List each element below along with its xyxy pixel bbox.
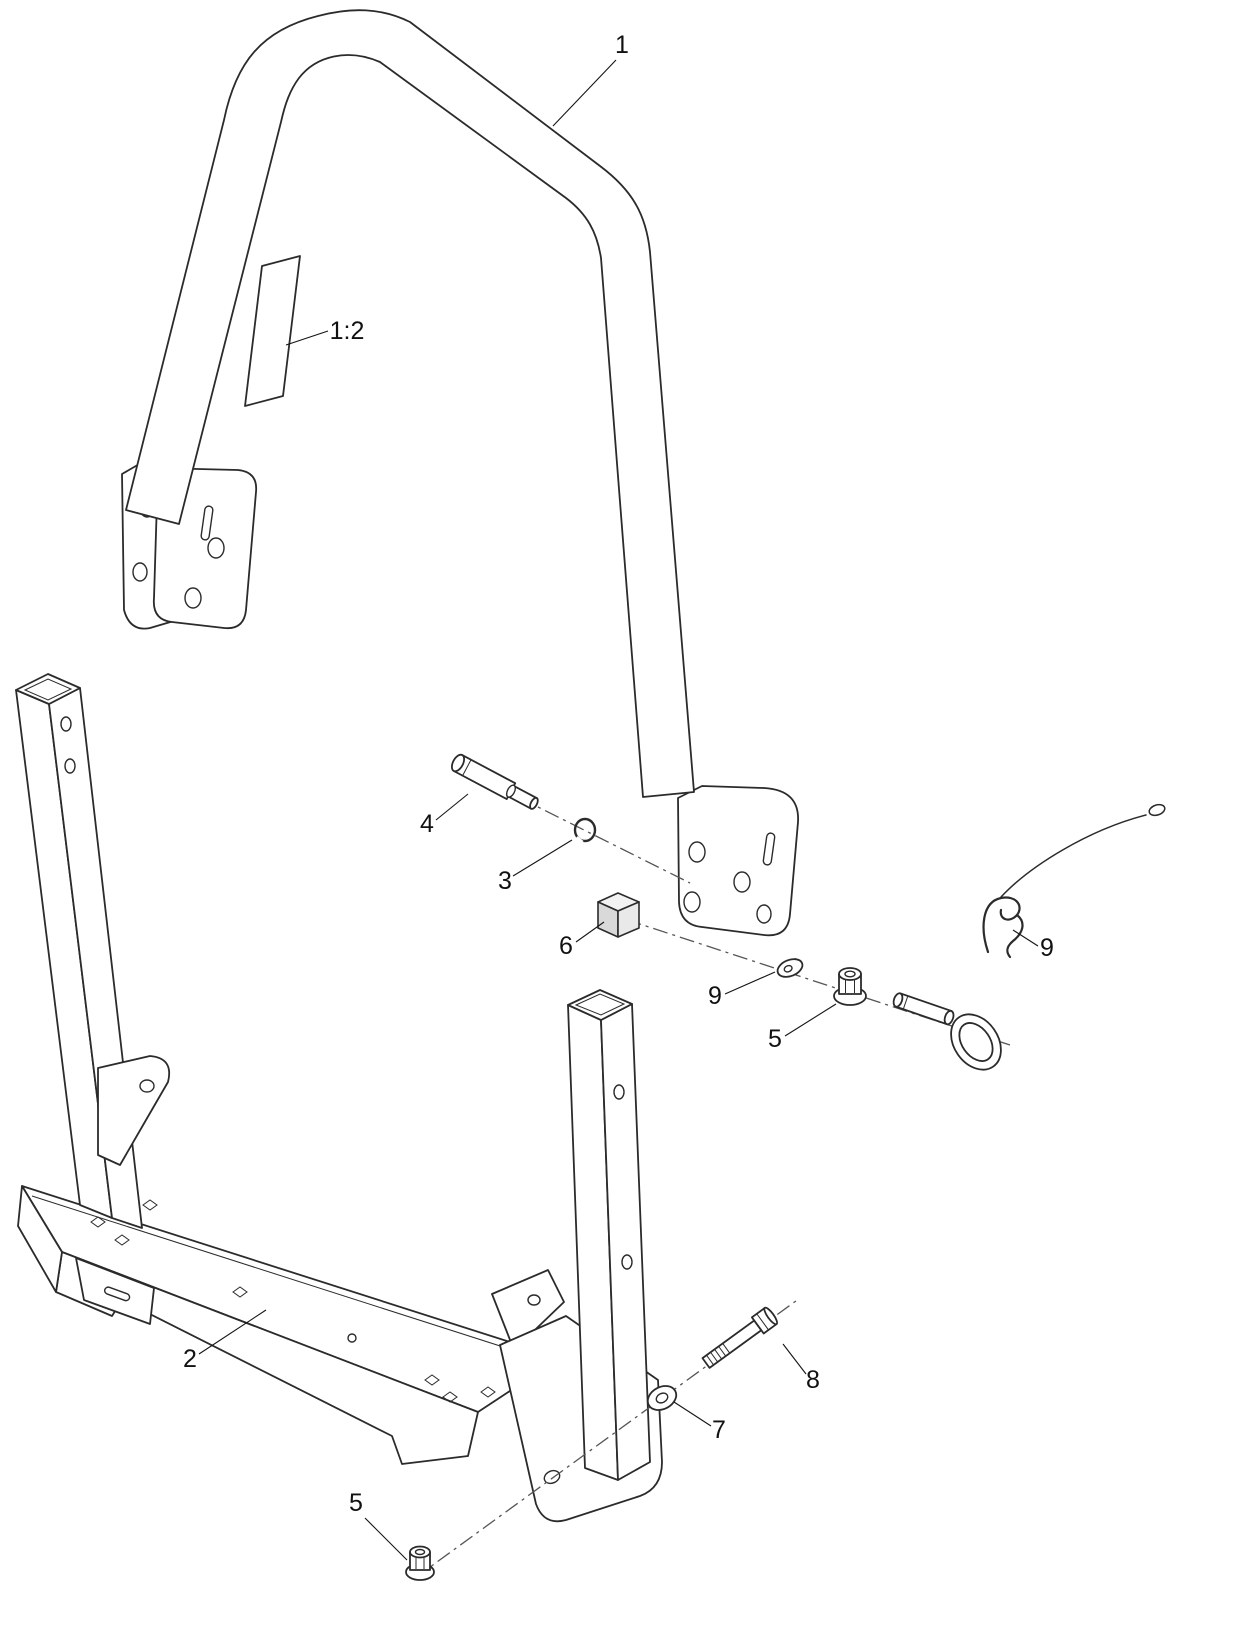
callout-9-left: 9	[708, 982, 722, 1010]
callout-7: 7	[712, 1416, 726, 1444]
callout-8: 8	[806, 1366, 820, 1394]
callout-5-lower: 5	[349, 1489, 363, 1517]
lanyard-cable	[1000, 803, 1166, 898]
right-mount-plate	[677, 785, 799, 937]
lock-clip	[776, 958, 804, 978]
callout-9-right: 9	[1040, 934, 1054, 962]
leader-lines	[198, 59, 1039, 1561]
callout-5-upper: 5	[768, 1025, 782, 1053]
washer	[646, 1385, 678, 1411]
retaining-ring	[573, 817, 597, 845]
clevis-pin	[450, 753, 539, 810]
callout-decal: 1:2	[330, 317, 365, 345]
square-plug	[597, 892, 640, 938]
callout-2: 2	[183, 1345, 197, 1373]
roll-bar-hoop	[125, 9, 695, 798]
flange-nut-lower	[405, 1545, 435, 1581]
lower-frame	[15, 673, 663, 1523]
callout-3: 3	[498, 867, 512, 895]
right-post	[567, 989, 651, 1481]
flange-nut-upper	[833, 967, 867, 1006]
callout-1: 1	[615, 31, 629, 59]
ring-pin	[892, 992, 1002, 1071]
hairpin-cotter	[982, 896, 1024, 959]
decal	[244, 255, 301, 407]
hex-bolt	[701, 1306, 778, 1369]
callout-6: 6	[559, 932, 573, 960]
callout-4: 4	[420, 810, 434, 838]
